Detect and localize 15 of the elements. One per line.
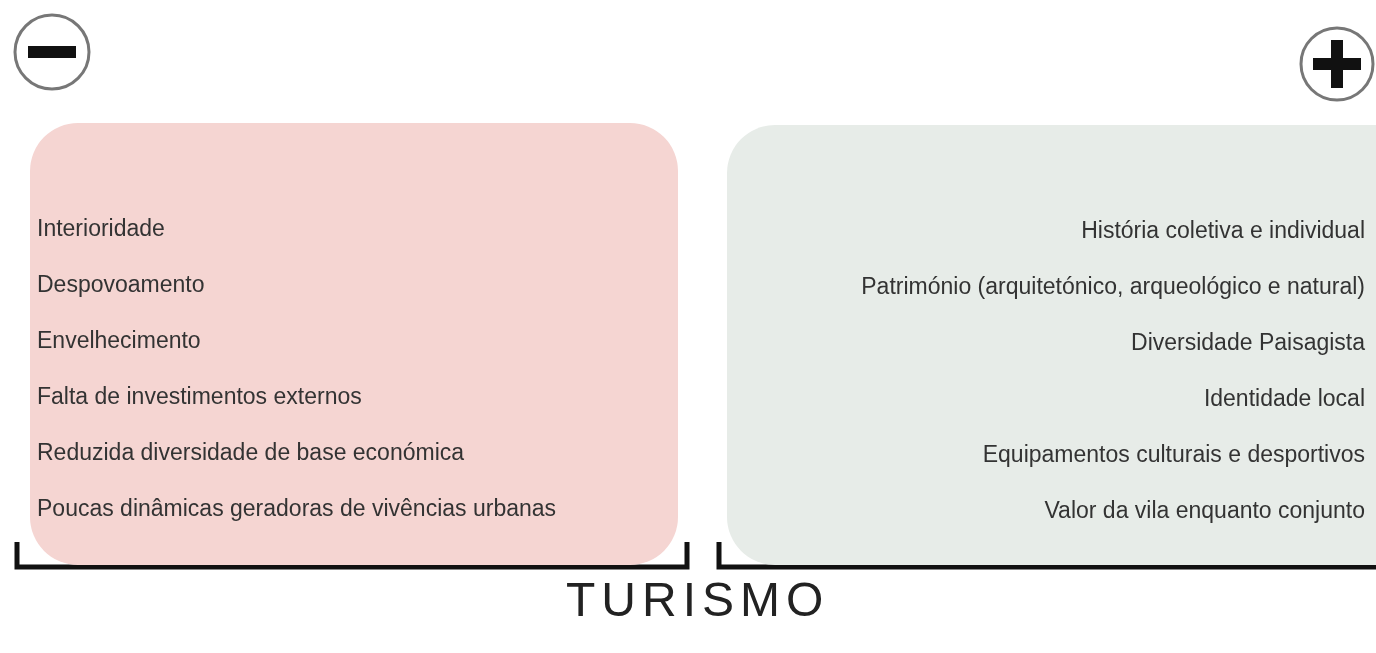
list-item: Despovoamento [37,270,205,298]
list-item: Envelhecimento [37,326,201,354]
list-item: Valor da vila enquanto conjunto [1044,496,1365,524]
list-item: Falta de investimentos externos [37,382,362,410]
list-item: Equipamentos culturais e desportivos [982,440,1365,468]
list-item: Poucas dinâmicas geradoras de vivências urbanas [37,494,557,522]
heading: TURISMO [566,572,830,628]
list-panel [727,125,1376,565]
list-item: Património (arquitetónico, arqueológico e natural) [861,272,1365,300]
list-item: Interioridade [37,214,165,242]
list-item: Identidade local [1203,384,1365,412]
list-item: Reduzida diversidade de base económica [37,438,465,466]
list-item: História coletiva e individual [1081,216,1365,244]
list-item: Diversidade Paisagista [1131,328,1365,356]
list-panel [30,123,678,565]
